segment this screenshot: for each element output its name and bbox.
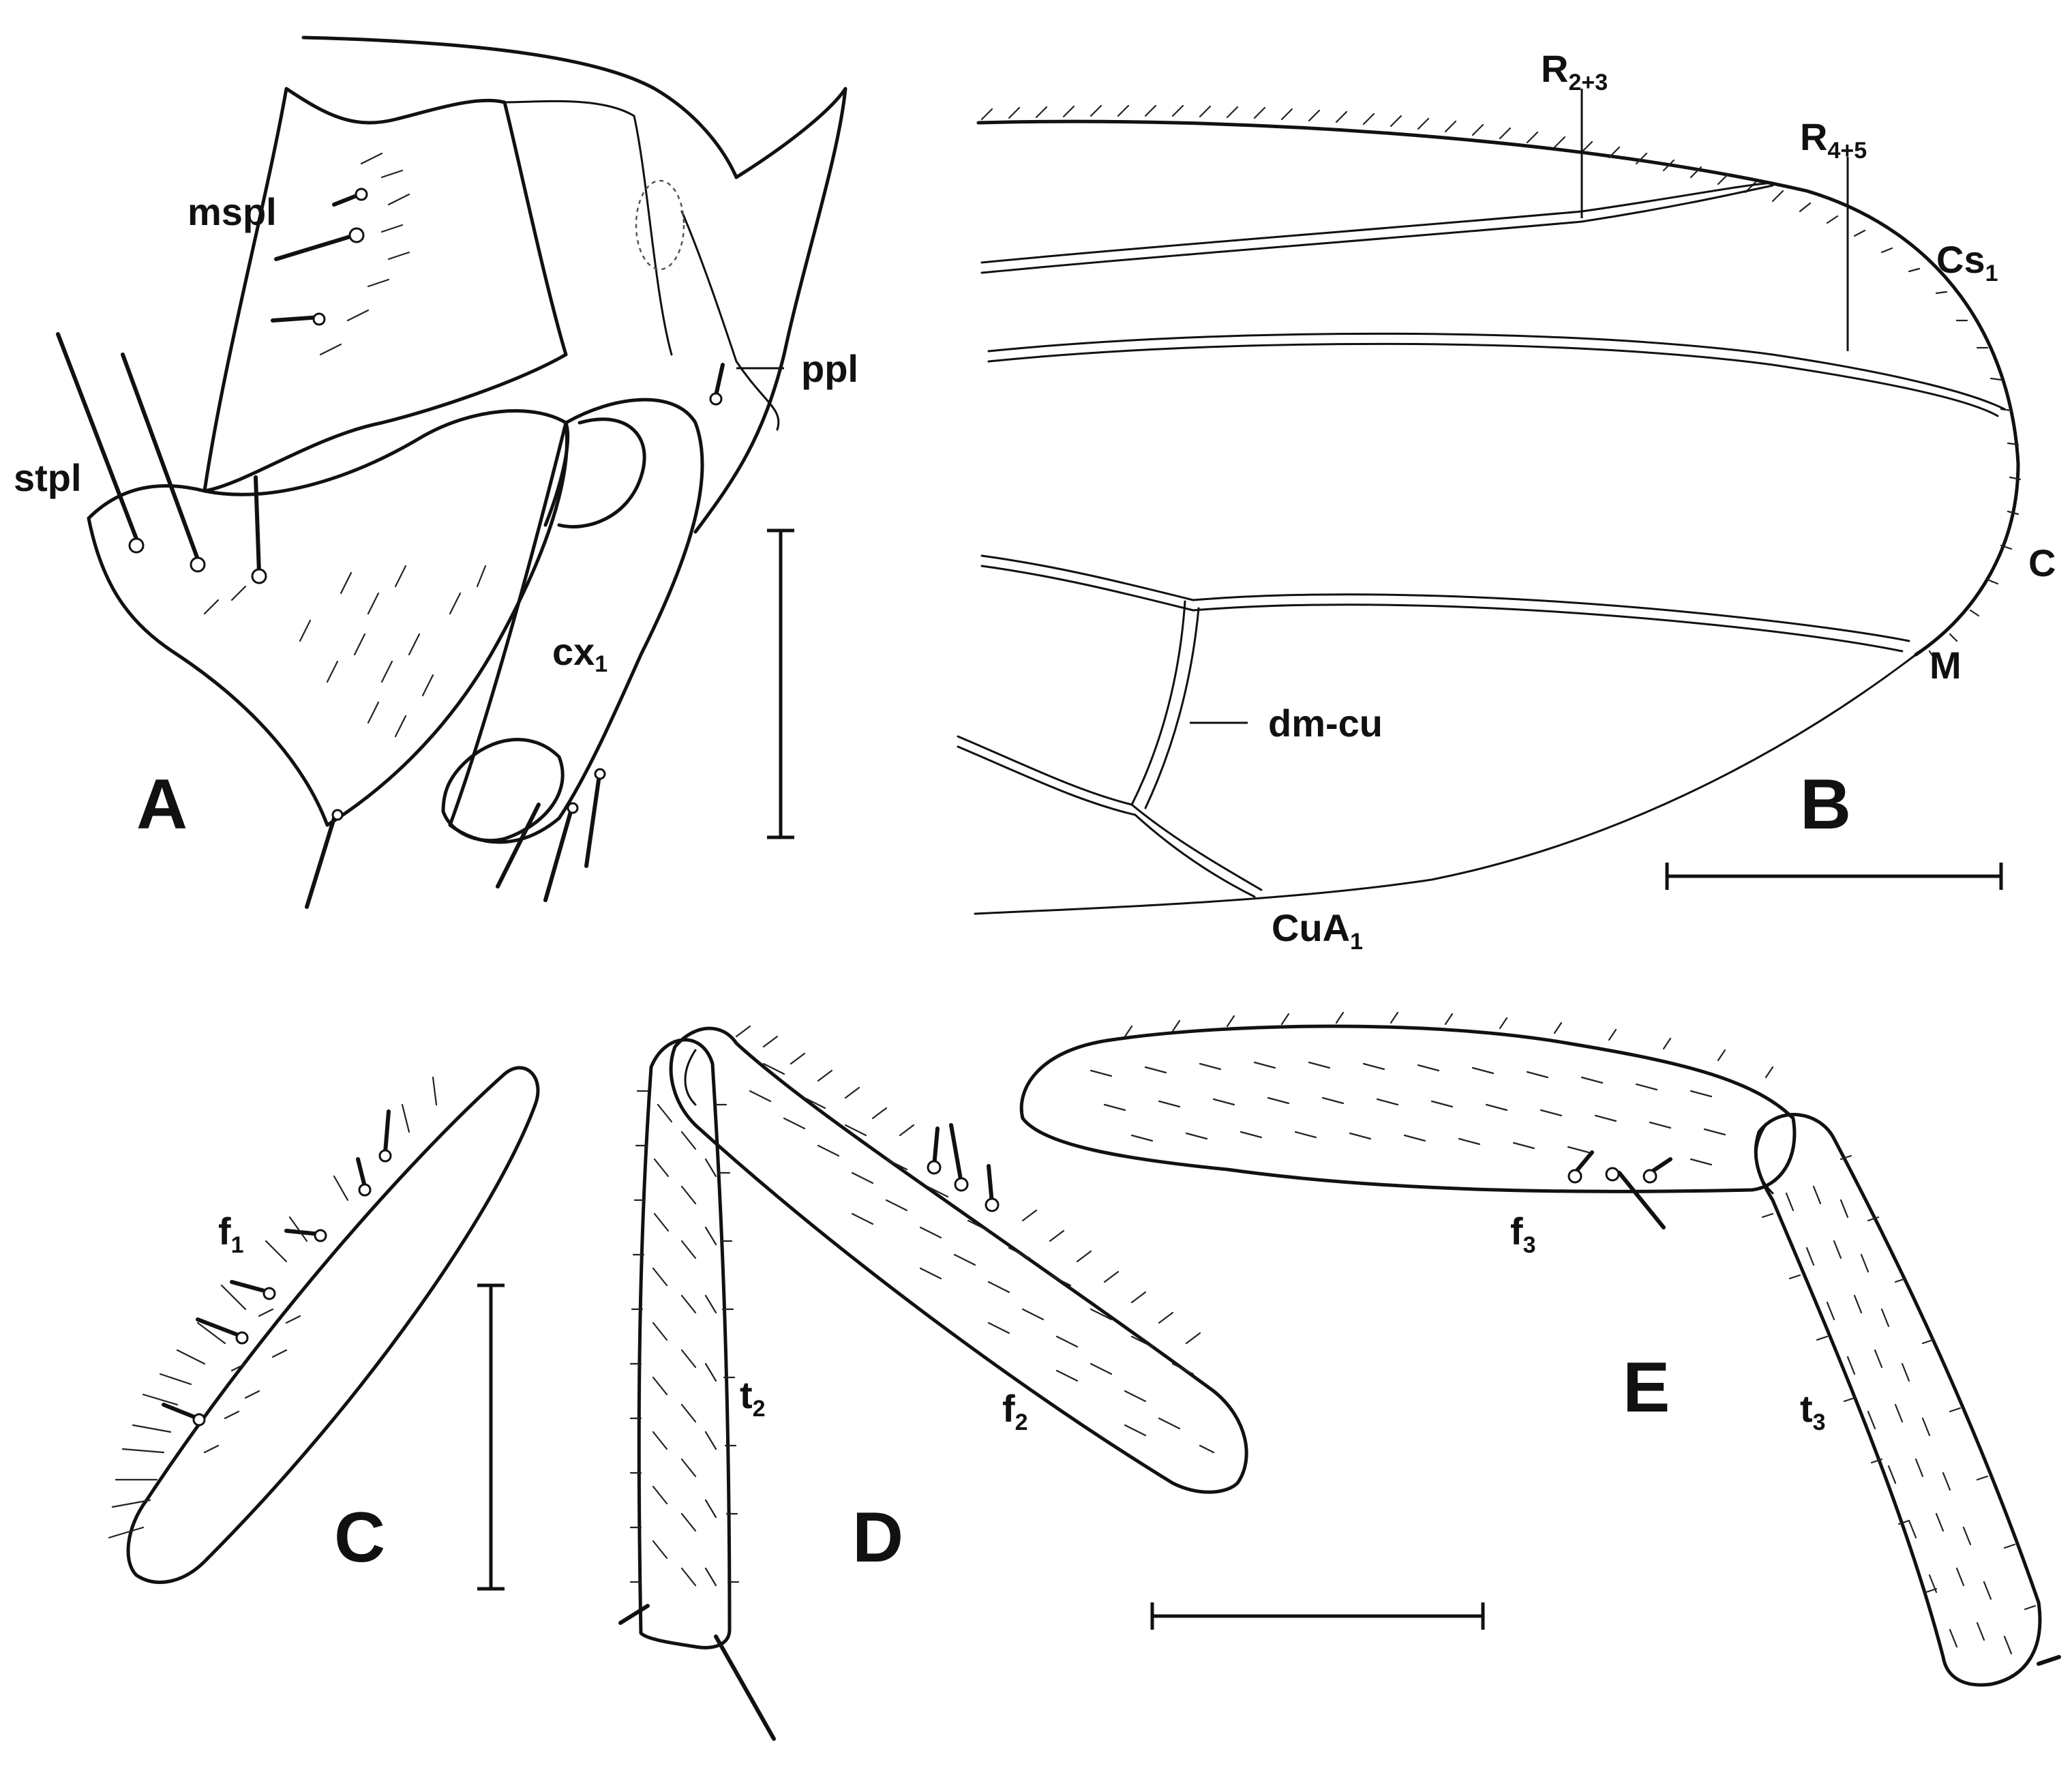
panel-e-labels: E f3 t3 xyxy=(1510,1210,1826,1435)
panel-b-label: B xyxy=(1800,765,1851,844)
panel-e-label: E xyxy=(1623,1348,1670,1427)
label-r45: R4+5 xyxy=(1800,115,1867,164)
panel-a-labels: A mspl ppl stpl cx1 xyxy=(14,190,858,844)
label-c: C xyxy=(2028,541,2056,584)
label-mspl: mspl xyxy=(187,190,277,233)
panel-a-label: A xyxy=(136,765,187,844)
label-t2: t2 xyxy=(740,1373,766,1422)
label-cx1: cx1 xyxy=(552,630,607,677)
panel-d-mid-leg-drawing xyxy=(618,1025,1248,1741)
panel-b-wing-drawing xyxy=(957,104,2022,915)
label-dm-cu: dm-cu xyxy=(1268,702,1383,745)
label-m: M xyxy=(1930,644,1962,687)
label-f2: f2 xyxy=(1002,1387,1028,1435)
scale-bar-c xyxy=(477,1283,505,1591)
panel-b-labels: B R2+3 R4+5 Cs1 C M dm-cu CuA1 xyxy=(1190,47,2056,955)
label-cs1: Cs1 xyxy=(1936,238,1998,286)
label-stpl: stpl xyxy=(14,456,82,499)
label-cua1: CuA1 xyxy=(1272,906,1363,955)
panel-c-fore-femur-drawing xyxy=(108,1066,540,1584)
label-f1: f1 xyxy=(218,1210,244,1258)
label-f3: f3 xyxy=(1510,1210,1536,1258)
panel-c-labels: C f1 xyxy=(218,1210,385,1577)
label-ppl: ppl xyxy=(801,347,858,390)
label-r23: R2+3 xyxy=(1541,47,1608,95)
costal-spines xyxy=(980,104,2022,661)
panel-c-setae xyxy=(108,1076,438,1539)
panel-d-labels: D t2 f2 xyxy=(740,1373,1028,1577)
scale-bar-a xyxy=(767,528,794,839)
panel-e-hind-leg-drawing xyxy=(1019,1011,2061,1687)
scale-bar-b xyxy=(1665,863,2003,890)
scale-bar-de xyxy=(1150,1602,1485,1630)
label-t3: t3 xyxy=(1800,1387,1826,1435)
panel-d-label: D xyxy=(852,1498,903,1577)
panel-a-thorax-drawing xyxy=(56,35,847,909)
panel-c-label: C xyxy=(334,1498,385,1577)
